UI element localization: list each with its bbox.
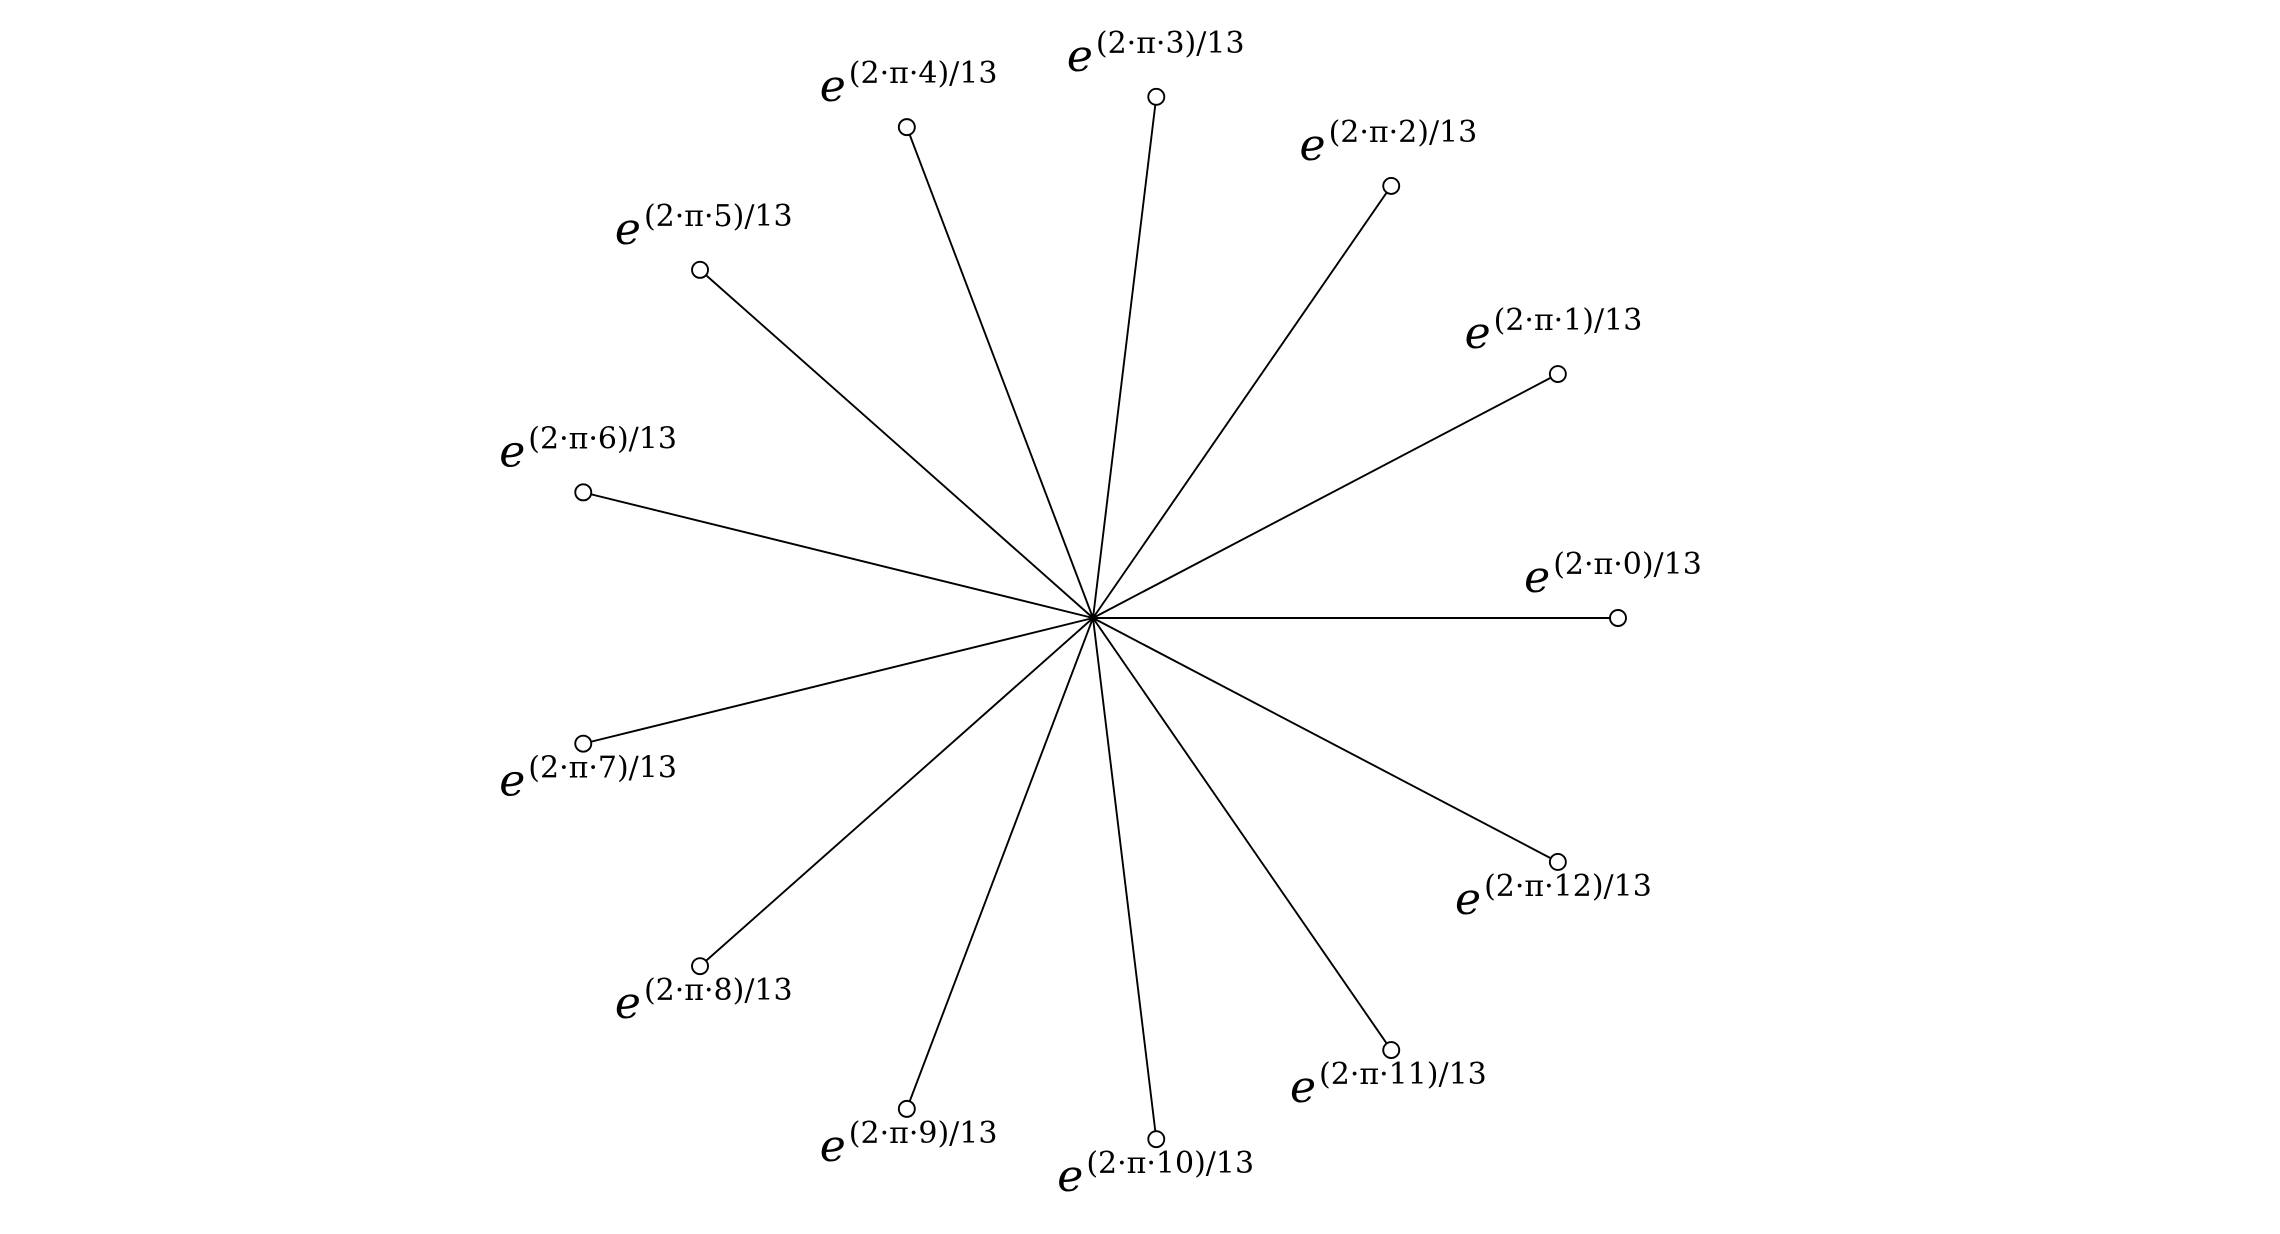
spoke-8: [699, 617, 1094, 967]
node-label-7: e(2·π·7)/13: [499, 751, 677, 807]
label-base: e: [1067, 31, 1093, 82]
spokes-group: [583, 96, 1618, 1140]
node-label-3: e(2·π·3)/13: [1067, 26, 1245, 82]
label-exponent: (2·π·10)/13: [1086, 1146, 1254, 1181]
spoke-10: [1092, 617, 1158, 1140]
label-exponent: (2·π·12)/13: [1484, 869, 1652, 904]
node-label-11: e(2·π·11)/13: [1290, 1057, 1487, 1113]
label-exponent: (2·π·1)/13: [1494, 303, 1643, 338]
node-10: [1147, 1130, 1166, 1149]
node-6: [574, 483, 593, 502]
label-base: e: [1290, 1062, 1316, 1113]
node-8: [691, 957, 709, 976]
label-base: e: [1465, 308, 1491, 359]
label-base: e: [1300, 120, 1326, 171]
spoke-12: [1092, 617, 1559, 863]
spoke-2: [1092, 185, 1393, 619]
nodes-group: [574, 87, 1627, 1149]
node-9: [897, 1099, 916, 1118]
label-exponent: (2·π·2)/13: [1329, 115, 1478, 150]
spoke-1: [1092, 373, 1559, 619]
label-exponent: (2·π·6)/13: [528, 421, 677, 456]
node-1: [1548, 365, 1567, 383]
label-base: e: [615, 978, 641, 1029]
node-4: [897, 118, 916, 137]
label-base: e: [1455, 874, 1481, 925]
node-label-1: e(2·π·1)/13: [1465, 303, 1643, 359]
node-label-0: e(2·π·0)/13: [1524, 547, 1702, 603]
node-3: [1147, 87, 1166, 106]
spoke-5: [699, 269, 1094, 619]
label-base: e: [820, 61, 846, 112]
label-base: e: [1524, 552, 1550, 603]
node-2: [1382, 176, 1401, 195]
node-0: [1609, 609, 1627, 627]
label-exponent: (2·π·8)/13: [644, 973, 793, 1008]
label-base: e: [499, 426, 525, 477]
spoke-4: [905, 126, 1094, 619]
spoke-3: [1092, 96, 1158, 619]
node-label-9: e(2·π·9)/13: [820, 1116, 998, 1172]
spoke-7: [583, 617, 1094, 745]
node-label-5: e(2·π·5)/13: [615, 199, 793, 255]
label-exponent: (2·π·4)/13: [849, 56, 998, 91]
node-12: [1548, 853, 1567, 871]
node-5: [691, 260, 709, 279]
label-exponent: (2·π·9)/13: [849, 1116, 998, 1151]
label-base: e: [1057, 1151, 1083, 1202]
label-exponent: (2·π·7)/13: [528, 751, 677, 786]
label-exponent: (2·π·11)/13: [1319, 1057, 1487, 1092]
node-label-6: e(2·π·6)/13: [499, 421, 677, 477]
node-11: [1382, 1041, 1401, 1060]
node-label-8: e(2·π·8)/13: [615, 973, 793, 1029]
spoke-6: [583, 491, 1094, 619]
spoke-9: [905, 617, 1094, 1110]
label-base: e: [615, 204, 641, 255]
label-exponent: (2·π·3)/13: [1096, 26, 1245, 61]
node-label-10: e(2·π·10)/13: [1057, 1146, 1254, 1202]
label-exponent: (2·π·5)/13: [644, 199, 793, 234]
labels-group: e(2·π·0)/13e(2·π·1)/13e(2·π·2)/13e(2·π·3…: [499, 26, 1702, 1202]
label-exponent: (2·π·0)/13: [1553, 547, 1702, 582]
node-label-4: e(2·π·4)/13: [820, 56, 998, 112]
node-7: [574, 734, 593, 753]
label-base: e: [499, 756, 525, 807]
node-label-12: e(2·π·12)/13: [1455, 869, 1652, 925]
label-base: e: [820, 1121, 846, 1172]
spoke-11: [1092, 617, 1393, 1051]
node-label-2: e(2·π·2)/13: [1300, 115, 1478, 171]
